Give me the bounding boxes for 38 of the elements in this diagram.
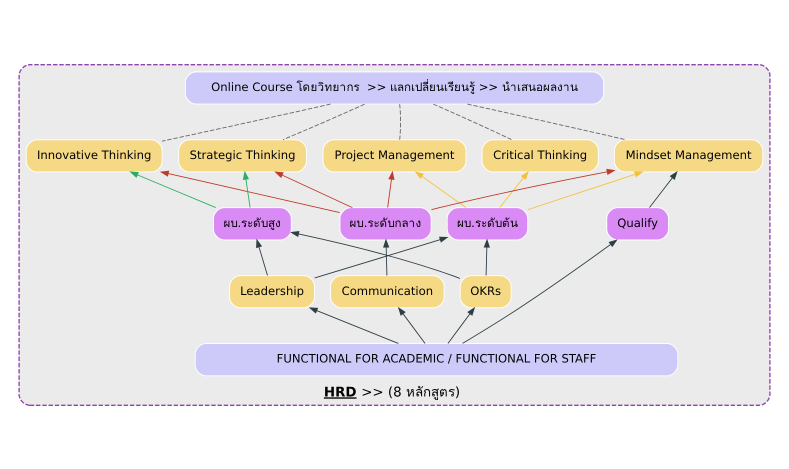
node-box: Leadership — [229, 274, 315, 308]
arrow — [414, 170, 466, 208]
arrow — [430, 168, 616, 210]
arrow — [447, 306, 476, 344]
arrow — [308, 306, 399, 344]
node-box: ผบ.ระดับกลาง — [340, 206, 432, 240]
connector — [399, 103, 401, 140]
node-box: ผบ.ระดับสูง — [213, 206, 292, 240]
arrow — [290, 230, 460, 278]
arrow — [383, 238, 390, 276]
node-box: Critical Thinking — [482, 138, 599, 172]
arrow — [387, 170, 395, 208]
arrow — [314, 236, 448, 278]
arrow — [129, 171, 216, 208]
node-box: Mindset Management — [614, 138, 764, 172]
arrow — [648, 170, 678, 208]
connector — [282, 103, 366, 140]
arrow — [527, 170, 644, 210]
node-box: Qualify — [606, 206, 669, 240]
arrow — [462, 238, 618, 344]
arrow — [242, 170, 251, 208]
arrow — [499, 170, 529, 208]
connector — [432, 103, 512, 140]
arrow — [256, 238, 268, 276]
connector — [466, 103, 626, 140]
node-box: Strategic Thinking — [178, 138, 307, 172]
node-box: Communication — [330, 274, 445, 308]
node-box: OKRs — [460, 274, 512, 308]
arrow — [160, 170, 340, 212]
arrow — [484, 238, 490, 276]
node-box: Innovative Thinking — [26, 138, 163, 172]
node-box: ผบ.ระดับต้น — [446, 206, 528, 240]
node-box: FUNCTIONAL FOR ACADEMIC / FUNCTIONAL FOR STAFF — [194, 342, 678, 376]
arrow — [274, 170, 353, 208]
arrow — [398, 306, 426, 344]
node-box: Online Course โดยวิทยากร >> แลกเปลี่ยนเรียนรู้ >> นำเสนอผลงาน — [184, 70, 604, 104]
connector — [162, 103, 331, 142]
node-box: Project Management — [322, 138, 466, 172]
